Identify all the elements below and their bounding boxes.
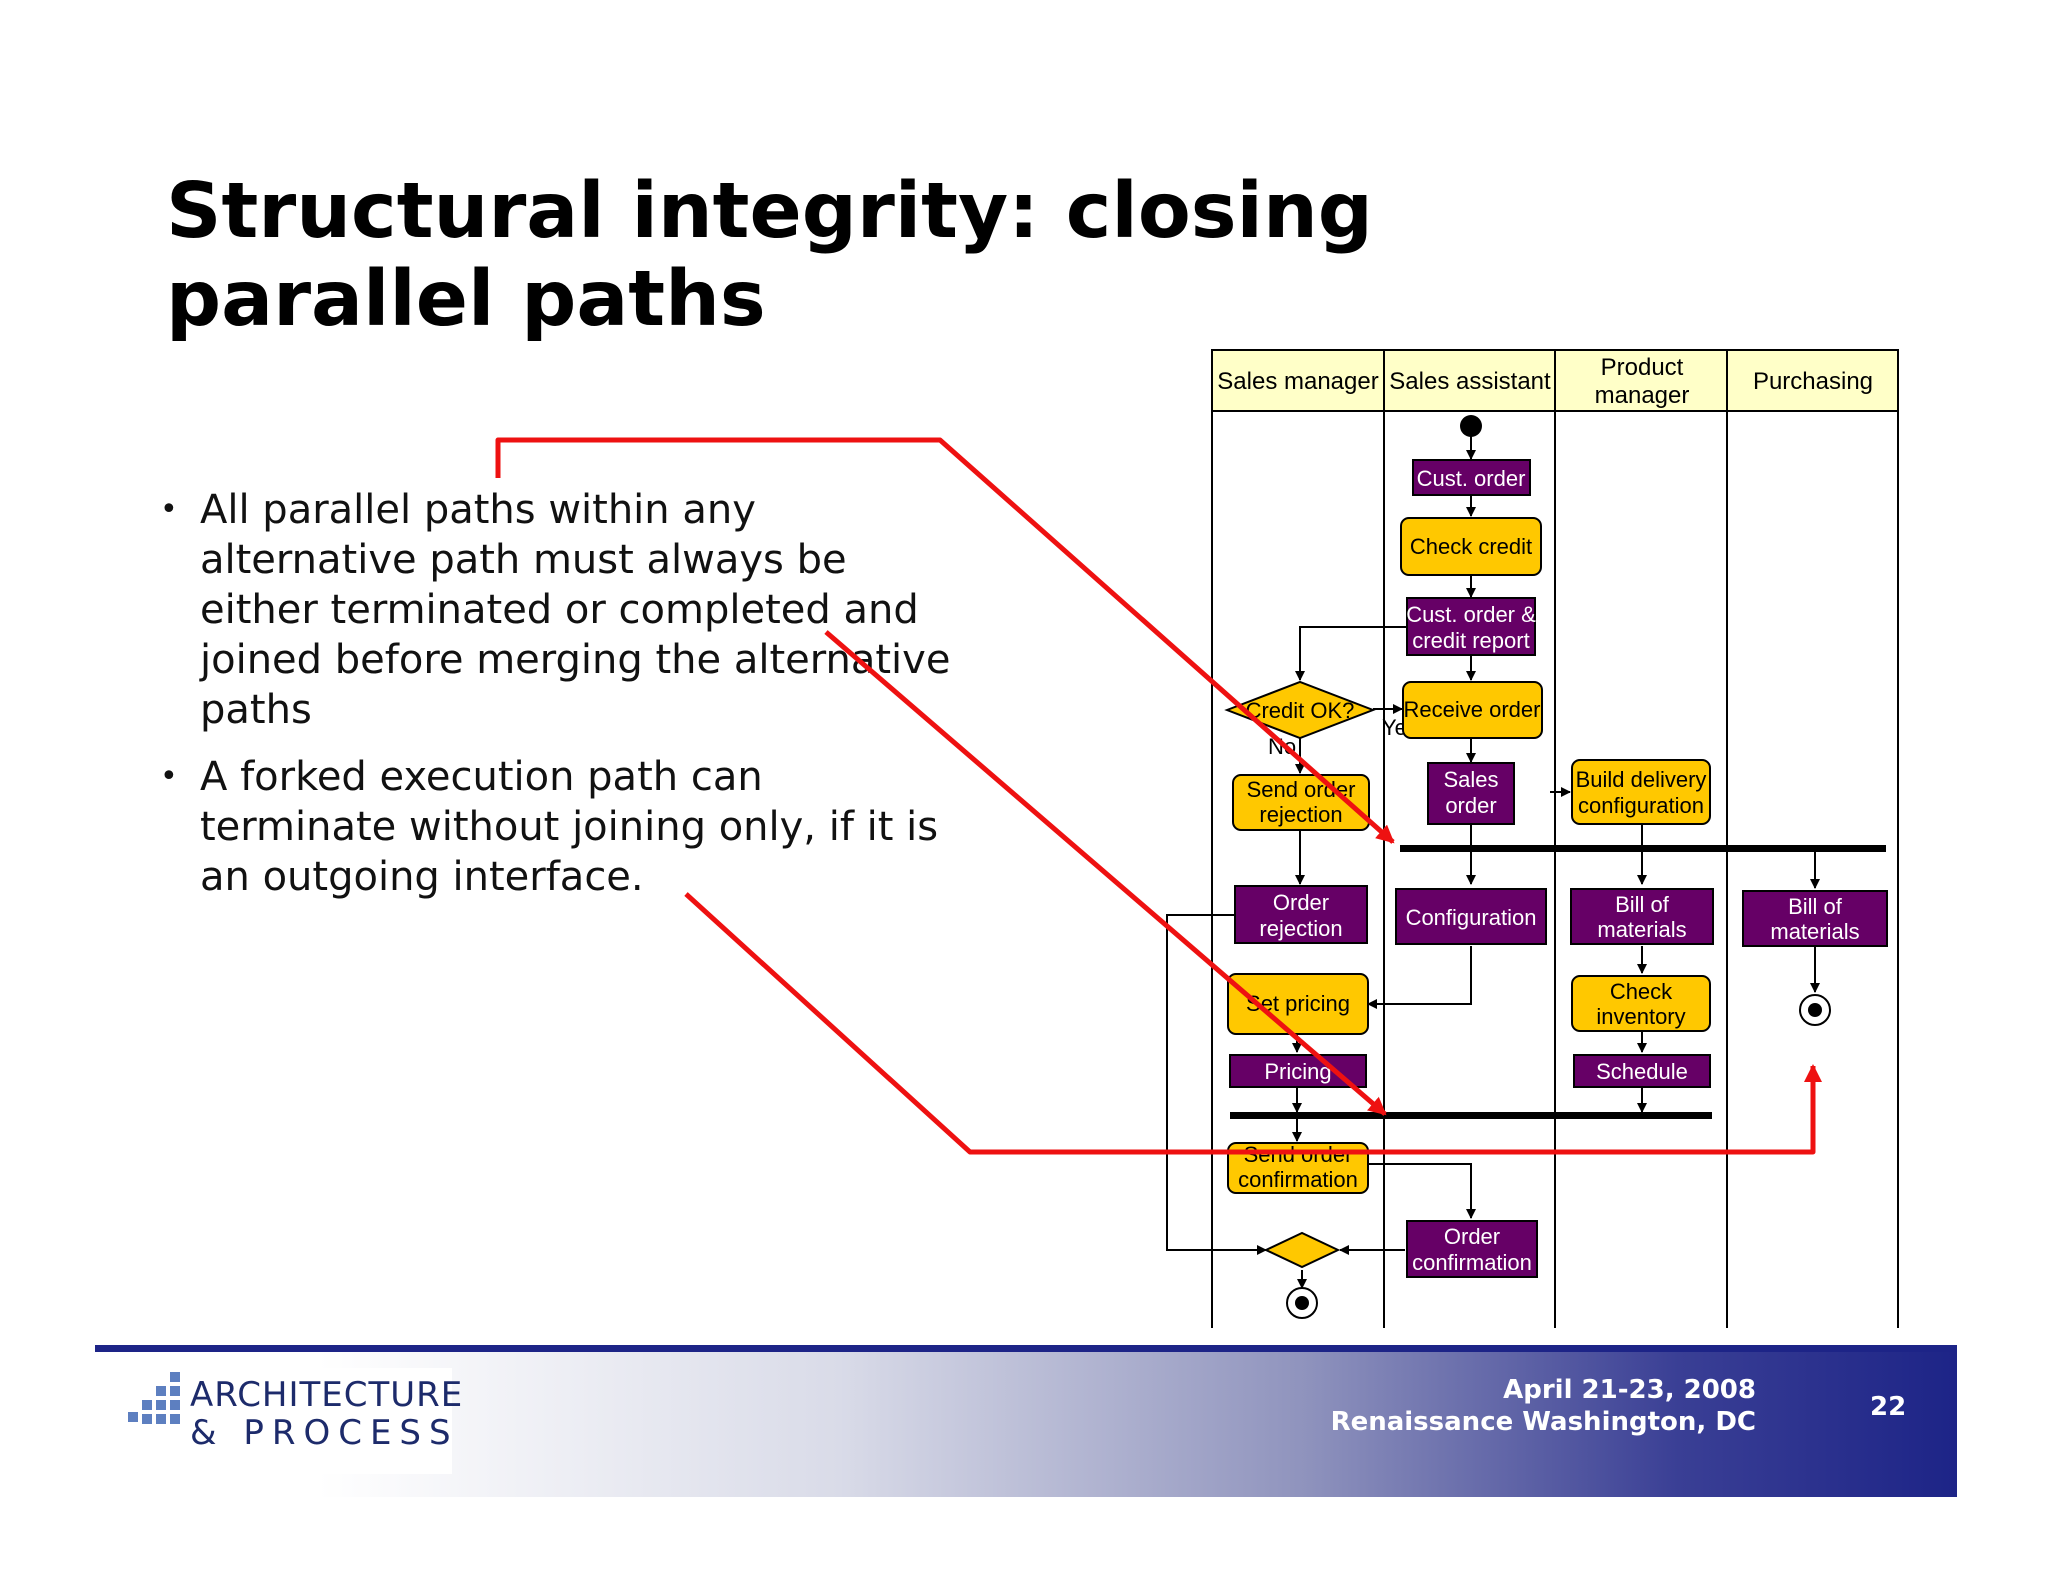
lane-purchasing: Purchasing: [1753, 368, 1873, 395]
bullet-item: • A forked execution path can terminate …: [158, 752, 958, 902]
svg-text:configuration: configuration: [1578, 793, 1704, 818]
svg-text:Cust. order: Cust. order: [1417, 466, 1526, 491]
start-node-icon: [1460, 415, 1482, 437]
logo-text: ARCHITECTURE & PROCESS: [190, 1376, 463, 1452]
end-node-main-icon: [1286, 1287, 1318, 1319]
doc-order-rejection: [1234, 885, 1368, 944]
activity-set-pricing: [1227, 973, 1369, 1035]
svg-text:Pricing: Pricing: [1264, 1059, 1331, 1084]
lane-sales-assistant: Sales assistant: [1389, 368, 1551, 395]
doc-configuration: [1395, 888, 1547, 945]
svg-text:Cust. order &: Cust. order &: [1406, 602, 1536, 627]
activity-check-credit: [1400, 517, 1542, 576]
lane-sales-manager: Sales manager: [1217, 368, 1378, 395]
activity-send-order-confirmation: [1227, 1142, 1369, 1194]
svg-text:Build delivery: Build delivery: [1576, 767, 1707, 792]
annotation-arrow-2: [824, 630, 1387, 1116]
join-bar: [1230, 1112, 1712, 1119]
svg-text:materials: materials: [1597, 917, 1686, 942]
svg-text:Send order: Send order: [1247, 777, 1356, 802]
annotation-arrow-3: [684, 892, 1822, 1155]
svg-text:rejection: rejection: [1259, 916, 1342, 941]
bullet-text: All parallel paths within any alternativ…: [200, 487, 951, 733]
logo: [126, 1368, 452, 1474]
annotation-arrow-1: [495, 437, 1395, 844]
svg-text:inventory: inventory: [1596, 1004, 1685, 1029]
svg-text:order: order: [1445, 793, 1496, 818]
svg-text:credit report: credit report: [1412, 628, 1529, 653]
bullet-dot-icon: •: [160, 759, 178, 794]
svg-text:confirmation: confirmation: [1238, 1167, 1358, 1192]
doc-sales-order: [1427, 762, 1515, 825]
doc-cust-order-credit: [1406, 597, 1536, 656]
doc-cust-order: [1412, 459, 1531, 496]
svg-text:Bill of: Bill of: [1788, 894, 1843, 919]
document-nodes: Cust. order Cust. order & credit report …: [1229, 459, 1888, 1278]
annotation-arrows: [495, 437, 1822, 1155]
doc-order-confirmation: [1406, 1220, 1538, 1278]
svg-text:materials: materials: [1770, 919, 1859, 944]
bullet-item: • All parallel paths within any alternat…: [158, 485, 958, 735]
merge-diamond: [1263, 1231, 1341, 1269]
svg-text:confirmation: confirmation: [1412, 1250, 1532, 1275]
lane-product-manager-2: manager: [1595, 382, 1690, 409]
event-venue: Renaissance Washington, DC: [1330, 1407, 1756, 1437]
svg-text:Order: Order: [1273, 890, 1329, 915]
svg-text:Receive order: Receive order: [1404, 697, 1541, 722]
bullet-dot-icon: •: [160, 492, 178, 527]
svg-text:rejection: rejection: [1259, 802, 1342, 827]
svg-text:Sales: Sales: [1443, 767, 1498, 792]
logo-grid-icon: [128, 1372, 182, 1438]
svg-text:Check credit: Check credit: [1410, 534, 1532, 559]
doc-pricing: [1229, 1054, 1367, 1088]
page-number: 22: [1870, 1392, 1907, 1422]
event-date: April 21-23, 2008: [1503, 1375, 1756, 1405]
doc-bill-of-materials-purchasing: [1742, 890, 1888, 947]
logo-line-1: ARCHITECTURE: [190, 1375, 464, 1415]
svg-text:Schedule: Schedule: [1596, 1059, 1688, 1084]
activity-build-delivery-configuration: [1571, 759, 1711, 825]
svg-text:Check: Check: [1610, 979, 1673, 1004]
connectors: [1166, 436, 1820, 1289]
svg-text:Set pricing: Set pricing: [1246, 991, 1350, 1016]
activity-check-inventory: [1571, 975, 1711, 1032]
event-info: April 21-23, 2008 Renaissance Washington…: [1331, 1374, 1756, 1438]
decision-credit-ok-label: Credit OK?: [1246, 698, 1355, 723]
logo-line-2: & PROCESS: [190, 1413, 459, 1453]
activity-receive-order: [1402, 681, 1543, 739]
lane-product-manager: Product: [1601, 354, 1684, 381]
slide-title: Structural integrity: closing parallel p…: [166, 167, 1373, 344]
doc-bill-of-materials-pm: [1570, 888, 1714, 945]
svg-text:Order: Order: [1444, 1224, 1500, 1249]
doc-schedule: [1573, 1054, 1711, 1088]
fork-bar: [1400, 845, 1886, 852]
svg-text:Bill of: Bill of: [1615, 892, 1670, 917]
svg-text:Configuration: Configuration: [1406, 905, 1537, 930]
bullet-list: • All parallel paths within any alternat…: [158, 485, 958, 919]
end-node-purchasing-icon: [1799, 994, 1831, 1026]
bullet-text: A forked execution path can terminate wi…: [200, 754, 939, 900]
